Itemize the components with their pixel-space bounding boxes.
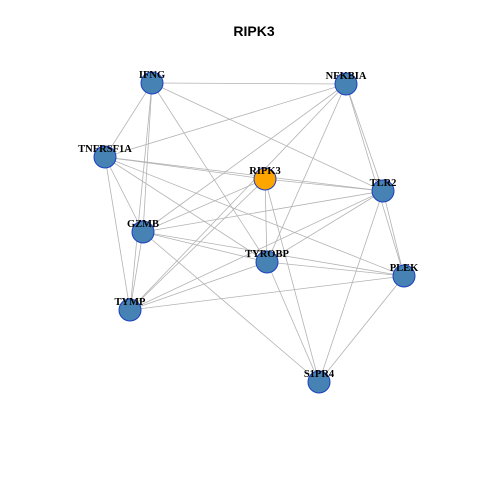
edge-tnfrsf1a-plek [104, 156, 405, 277]
edge-plek-s1pr4 [318, 275, 405, 383]
node-tnfrsf1a [93, 145, 117, 169]
node-tlr2 [371, 179, 395, 203]
edge-ripk3-tymp [129, 178, 266, 311]
node-ripk3 [253, 167, 277, 191]
edge-nfkbia-tlr2 [345, 83, 384, 192]
edge-ripk3-s1pr4 [264, 178, 320, 383]
node-label-ripk3: RIPK3 [249, 166, 281, 177]
node-label-tlr2: TLR2 [370, 178, 397, 189]
node-label-gzmb: GZMB [127, 219, 159, 230]
node-label-ifng: IFNG [139, 70, 165, 81]
edge-tnfrsf1a-tlr2 [104, 156, 384, 192]
edge-ifng-tyrobp [151, 82, 268, 263]
edge-gzmb-s1pr4 [142, 231, 320, 383]
node-label-s1pr4: S1PR4 [304, 369, 335, 380]
edge-tyrobp-s1pr4 [266, 261, 320, 383]
node-plek [392, 264, 416, 288]
edge-nfkbia-tymp [129, 83, 347, 311]
edge-tlr2-tymp [129, 190, 384, 311]
edge-tnfrsf1a-ripk3 [104, 156, 266, 180]
edge-gzmb-tymp [129, 231, 144, 311]
edge-tyrobp-tymp [129, 261, 268, 311]
node-gzmb [131, 220, 155, 244]
edge-ifng-tnfrsf1a [104, 82, 153, 158]
edge-plek-tymp [129, 275, 405, 311]
edge-ripk3-tyrobp [264, 178, 268, 263]
edge-nfkbia-gzmb [142, 83, 347, 233]
edge-ifng-nfkbia [151, 82, 347, 85]
edge-ifng-tymp [129, 82, 153, 311]
edge-gzmb-tyrobp [142, 231, 268, 263]
edge-tlr2-tyrobp [266, 190, 384, 263]
edge-tlr2-plek [382, 190, 405, 277]
edge-nfkbia-tyrobp [266, 83, 347, 263]
edge-nfkbia-plek [345, 83, 405, 277]
node-tymp [118, 298, 142, 322]
edge-ripk3-gzmb [142, 178, 266, 233]
edge-ifng-gzmb [142, 82, 153, 233]
node-label-plek: PLEK [390, 263, 419, 274]
graph-title: RIPK3 [233, 23, 274, 39]
edge-tnfrsf1a-tyrobp [104, 156, 268, 263]
node-nfkbia [334, 72, 358, 96]
node-layer [93, 71, 416, 394]
edge-tnfrsf1a-tymp [104, 156, 131, 311]
node-s1pr4 [307, 370, 331, 394]
edge-tlr2-gzmb [142, 190, 384, 233]
node-tyrobp [255, 250, 279, 274]
node-label-tyrobp: TYROBP [245, 249, 289, 260]
edge-ripk3-tlr2 [264, 178, 384, 192]
edge-tlr2-s1pr4 [318, 190, 384, 383]
edge-tnfrsf1a-gzmb [104, 156, 144, 233]
node-label-tnfrsf1a: TNFRSF1A [78, 144, 132, 155]
node-label-tymp: TYMP [115, 297, 146, 308]
edge-layer [104, 82, 405, 383]
node-label-nfkbia: NFKBIA [326, 71, 367, 82]
edge-tyrobp-plek [266, 261, 405, 277]
edge-nfkbia-tnfrsf1a [104, 83, 347, 158]
node-ifng [140, 71, 164, 95]
edge-ifng-tlr2 [151, 82, 384, 192]
